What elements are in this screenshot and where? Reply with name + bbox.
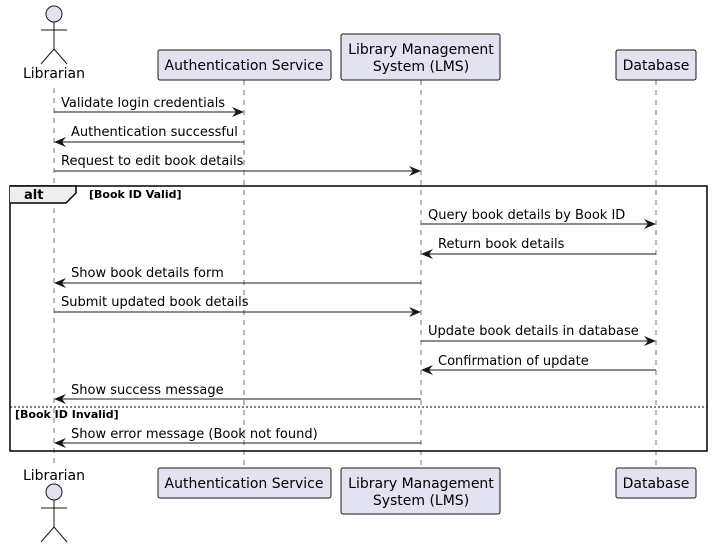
arrowhead — [232, 107, 244, 117]
message-2: Authentication successful — [54, 125, 244, 147]
message-label: Request to edit book details — [61, 154, 244, 169]
message-8: Update book details in database — [421, 324, 656, 346]
participant-db-bottom: Database — [615, 467, 697, 499]
message-7: Submit updated book details — [54, 295, 421, 317]
alt-guard-valid: [Book ID Valid] — [89, 188, 182, 201]
arrowhead — [409, 307, 421, 317]
lifelines — [53, 80, 657, 468]
participant-label: Authentication Service — [165, 58, 324, 74]
participant-box — [340, 33, 501, 81]
message-label: Query book details by Book ID — [428, 208, 625, 223]
participant-label-line2: System (LMS) — [373, 59, 469, 75]
message-label: Authentication successful — [71, 125, 238, 140]
message-label: Show book details form — [71, 266, 224, 281]
arrowhead — [644, 219, 656, 229]
participants-top: Librarian Authentication Service Library… — [23, 5, 697, 82]
participant-label: Database — [623, 58, 690, 74]
actor-librarian-top: Librarian — [23, 5, 85, 82]
participant-box — [157, 467, 332, 499]
participant-label: Librarian — [23, 66, 85, 82]
participant-lms-top: Library Management System (LMS) — [340, 33, 501, 81]
participant-box — [615, 467, 697, 499]
arrowhead — [54, 394, 66, 404]
alt-guard-invalid: [Book ID Invalid] — [15, 408, 119, 421]
message-label: Show error message (Book not found) — [71, 427, 318, 442]
message-5: Return book details — [421, 237, 656, 259]
alt-operator: alt — [24, 188, 43, 203]
participant-box — [157, 49, 332, 81]
arrowhead — [421, 365, 433, 375]
message-1: Validate login credentials — [54, 96, 244, 117]
participant-db-top: Database — [615, 49, 697, 81]
message-label: Confirmation of update — [438, 354, 589, 369]
arrowhead — [54, 137, 66, 147]
actor-icon — [40, 5, 68, 65]
arrowhead — [54, 438, 66, 448]
actor-librarian-bottom: Librarian — [23, 468, 85, 543]
message-label: Show success message — [71, 383, 224, 398]
message-9: Confirmation of update — [421, 354, 656, 375]
participant-lms-bottom: Library Management System (LMS) — [340, 467, 501, 515]
participant-label-line1: Library Management — [348, 476, 494, 492]
message-label: Validate login credentials — [61, 96, 225, 111]
messages: Validate login credentials Authenticatio… — [54, 96, 656, 448]
participant-label-line2: System (LMS) — [373, 493, 469, 509]
arrowhead — [421, 249, 433, 259]
arrowhead — [409, 166, 421, 176]
alt-fragment-tab — [10, 185, 77, 204]
actor-icon — [40, 483, 68, 543]
message-6: Show book details form — [54, 266, 421, 288]
participant-box — [340, 467, 501, 515]
message-3: Request to edit book details — [54, 154, 421, 176]
alt-fragment: alt [Book ID Valid] [Book ID Invalid] — [9, 185, 708, 452]
participant-box — [615, 49, 697, 81]
message-label: Return book details — [438, 237, 565, 252]
message-10: Show success message — [54, 383, 421, 404]
participant-label: Database — [623, 476, 690, 492]
message-label: Update book details in database — [428, 324, 639, 339]
participant-auth-top: Authentication Service — [157, 49, 332, 81]
alt-fragment-frame — [9, 185, 708, 452]
participant-label-line1: Library Management — [348, 42, 494, 58]
message-4: Query book details by Book ID — [421, 208, 656, 229]
participant-auth-bottom: Authentication Service — [157, 467, 332, 499]
message-11: Show error message (Book not found) — [54, 427, 421, 448]
participant-label: Librarian — [23, 468, 85, 484]
arrowhead — [54, 278, 66, 288]
arrowhead — [644, 336, 656, 346]
participants-bottom: Librarian Authentication Service Library… — [23, 467, 697, 543]
message-label: Submit updated book details — [61, 295, 249, 310]
participant-label: Authentication Service — [165, 476, 324, 492]
